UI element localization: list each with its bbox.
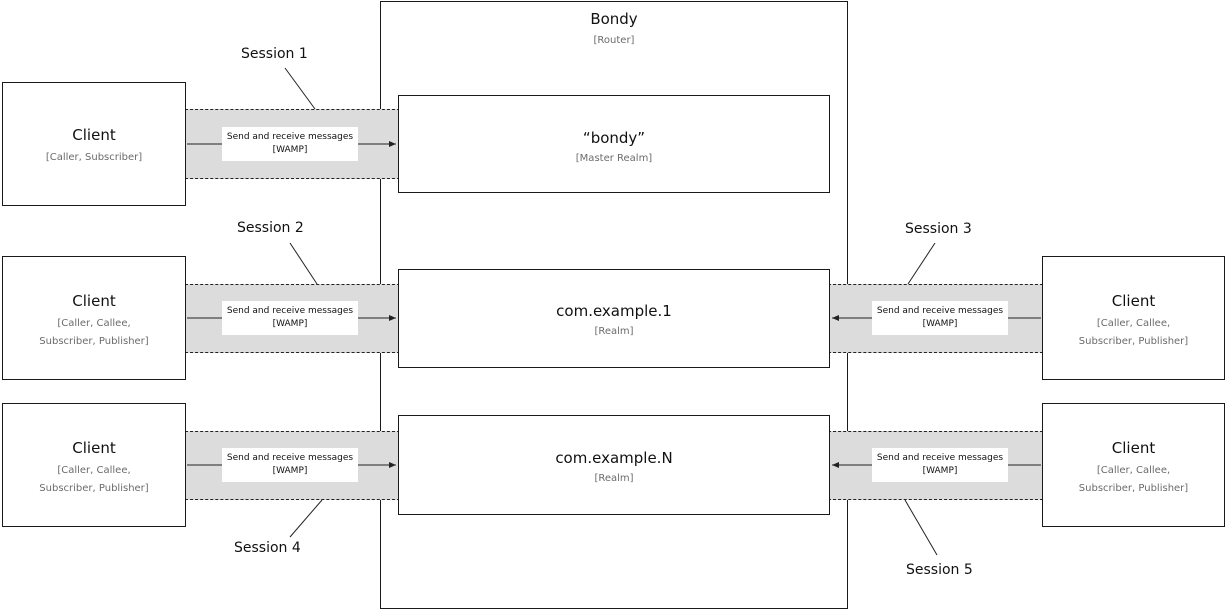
client-2-title: Client [72,292,116,310]
session-4-leader [289,499,323,538]
message-line2: [WAMP] [272,319,308,329]
client-3-roles-line1: [Caller, Callee, [1096,318,1171,329]
realm-master-subtitle: [Master Realm] [575,153,653,164]
client-4: Client [Caller, Callee, Subscriber, Publ… [2,403,186,527]
message-line2: [WAMP] [922,466,958,476]
message-line2: [WAMP] [272,466,308,476]
session-4-label: Session 4 [234,540,301,556]
router-subtitle: [Router] [593,35,635,46]
client-5-roles-line1: [Caller, Callee, [1096,465,1171,476]
client-5: Client [Caller, Callee, Subscriber, Publ… [1042,403,1225,527]
realm-example-1-title: com.example.1 [556,302,672,320]
client-3: Client [Caller, Callee, Subscriber, Publ… [1042,256,1225,380]
client-1-roles: [Caller, Subscriber] [45,152,143,163]
session-2-message-label: Send and receive messages [WAMP] [222,301,358,335]
realm-master-title: “bondy” [582,129,646,147]
client-3-title: Client [1111,292,1156,310]
client-3-roles-line2: Subscriber, Publisher] [1078,336,1189,347]
client-2: Client [Caller, Callee, Subscriber, Publ… [2,256,186,380]
client-1-title: Client [72,126,116,144]
message-line2: [WAMP] [272,145,308,155]
session-5-leader [904,499,938,556]
session-5-message-label: Send and receive messages [WAMP] [872,448,1008,482]
message-line1: Send and receive messages [876,306,1004,316]
session-1-leader [284,67,316,110]
session-5-label: Session 5 [906,562,973,578]
client-4-roles-line1: [Caller, Callee, [57,465,131,476]
client-4-title: Client [72,439,116,457]
session-1-label: Session 1 [241,46,308,62]
client-4-roles-line2: Subscriber, Publisher] [39,483,149,494]
client-5-roles-line2: Subscriber, Publisher] [1078,483,1189,494]
message-line1: Send and receive messages [226,453,354,463]
router-title: Bondy [590,10,638,28]
message-line2: [WAMP] [922,319,958,329]
client-1: Client [Caller, Subscriber] [2,82,186,206]
session-1-message-label: Send and receive messages [WAMP] [222,127,358,161]
realm-example-1-subtitle: [Realm] [594,326,634,337]
session-2-label: Session 2 [237,220,304,236]
session-2-leader [289,242,318,285]
client-2-roles-line1: [Caller, Callee, [57,318,131,329]
message-line1: Send and receive messages [226,132,354,142]
realm-master: “bondy” [Master Realm] [398,95,830,193]
message-line1: Send and receive messages [226,306,354,316]
realm-example-1: com.example.1 [Realm] [398,269,830,368]
session-4-message-label: Send and receive messages [WAMP] [222,448,358,482]
message-line1: Send and receive messages [876,453,1004,463]
session-3-message-label: Send and receive messages [WAMP] [872,301,1008,335]
session-3-leader [907,242,936,285]
realm-example-n-title: com.example.N [555,449,673,467]
session-3-label: Session 3 [905,221,972,237]
client-2-roles-line2: Subscriber, Publisher] [39,336,149,347]
realm-example-n: com.example.N [Realm] [398,415,830,515]
realm-example-n-subtitle: [Realm] [594,473,634,484]
client-5-title: Client [1111,439,1156,457]
